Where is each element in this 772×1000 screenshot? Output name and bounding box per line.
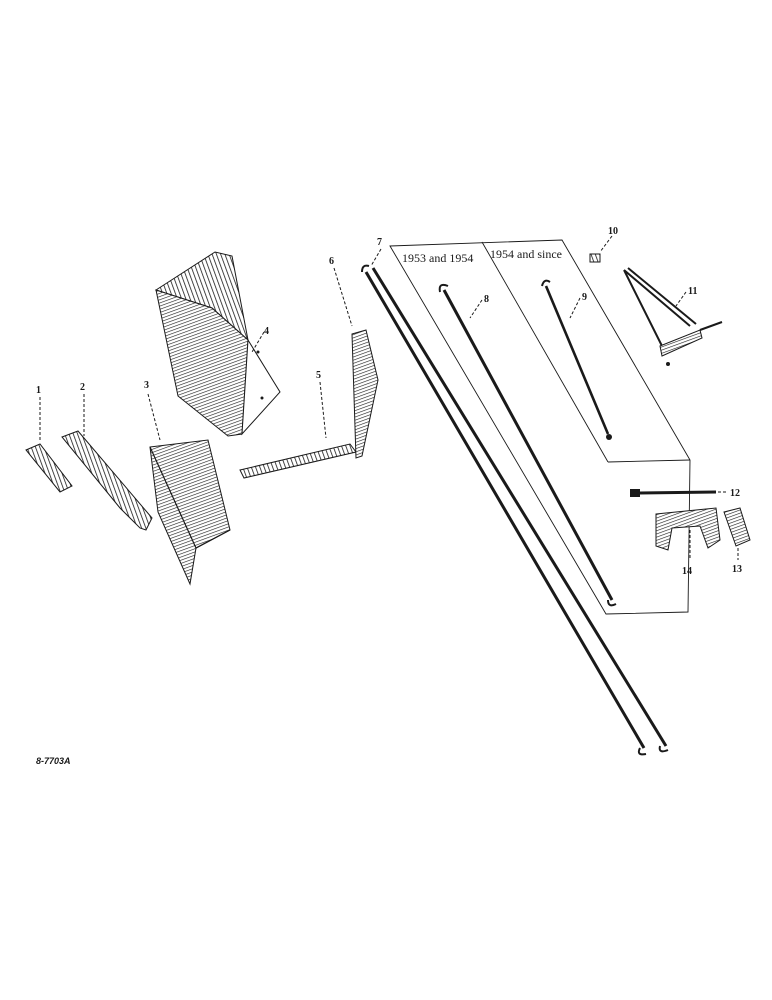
part-2-strip bbox=[61, 430, 153, 531]
part-10-nut bbox=[589, 253, 601, 263]
part-8-rod bbox=[438, 283, 617, 607]
figure-code: 8-7703A bbox=[36, 756, 71, 766]
part-13-plate bbox=[723, 507, 751, 547]
period-label-1954-since: 1954 and since bbox=[490, 247, 562, 261]
callout-7: 7 bbox=[377, 237, 382, 248]
part-4-shield bbox=[154, 251, 281, 437]
part-9-rod bbox=[541, 279, 612, 440]
part-3-angle-channel bbox=[149, 439, 231, 586]
callout-8: 8 bbox=[484, 294, 489, 305]
part-14-u-bracket bbox=[655, 507, 721, 551]
callout-9: 9 bbox=[582, 292, 587, 303]
part-6-bracket bbox=[351, 329, 379, 459]
part-11-brace bbox=[623, 267, 723, 366]
part-1-strip bbox=[25, 443, 73, 493]
callout-6: 6 bbox=[329, 256, 334, 267]
callout-10: 10 bbox=[608, 226, 618, 237]
callout-5: 5 bbox=[316, 370, 321, 381]
period-label-1953-1954: 1953 and 1954 bbox=[402, 251, 473, 265]
callout-13: 13 bbox=[732, 564, 742, 575]
part-12-bolt bbox=[630, 489, 717, 497]
callout-1: 1 bbox=[36, 385, 41, 396]
callout-2: 2 bbox=[80, 382, 85, 393]
callout-12: 12 bbox=[730, 488, 740, 499]
callout-4: 4 bbox=[264, 326, 269, 337]
part-5-bar bbox=[239, 443, 357, 479]
callout-3: 3 bbox=[144, 380, 149, 391]
callout-11: 11 bbox=[688, 286, 697, 297]
part-7-rod bbox=[361, 264, 669, 756]
callout-14: 14 bbox=[682, 566, 692, 577]
